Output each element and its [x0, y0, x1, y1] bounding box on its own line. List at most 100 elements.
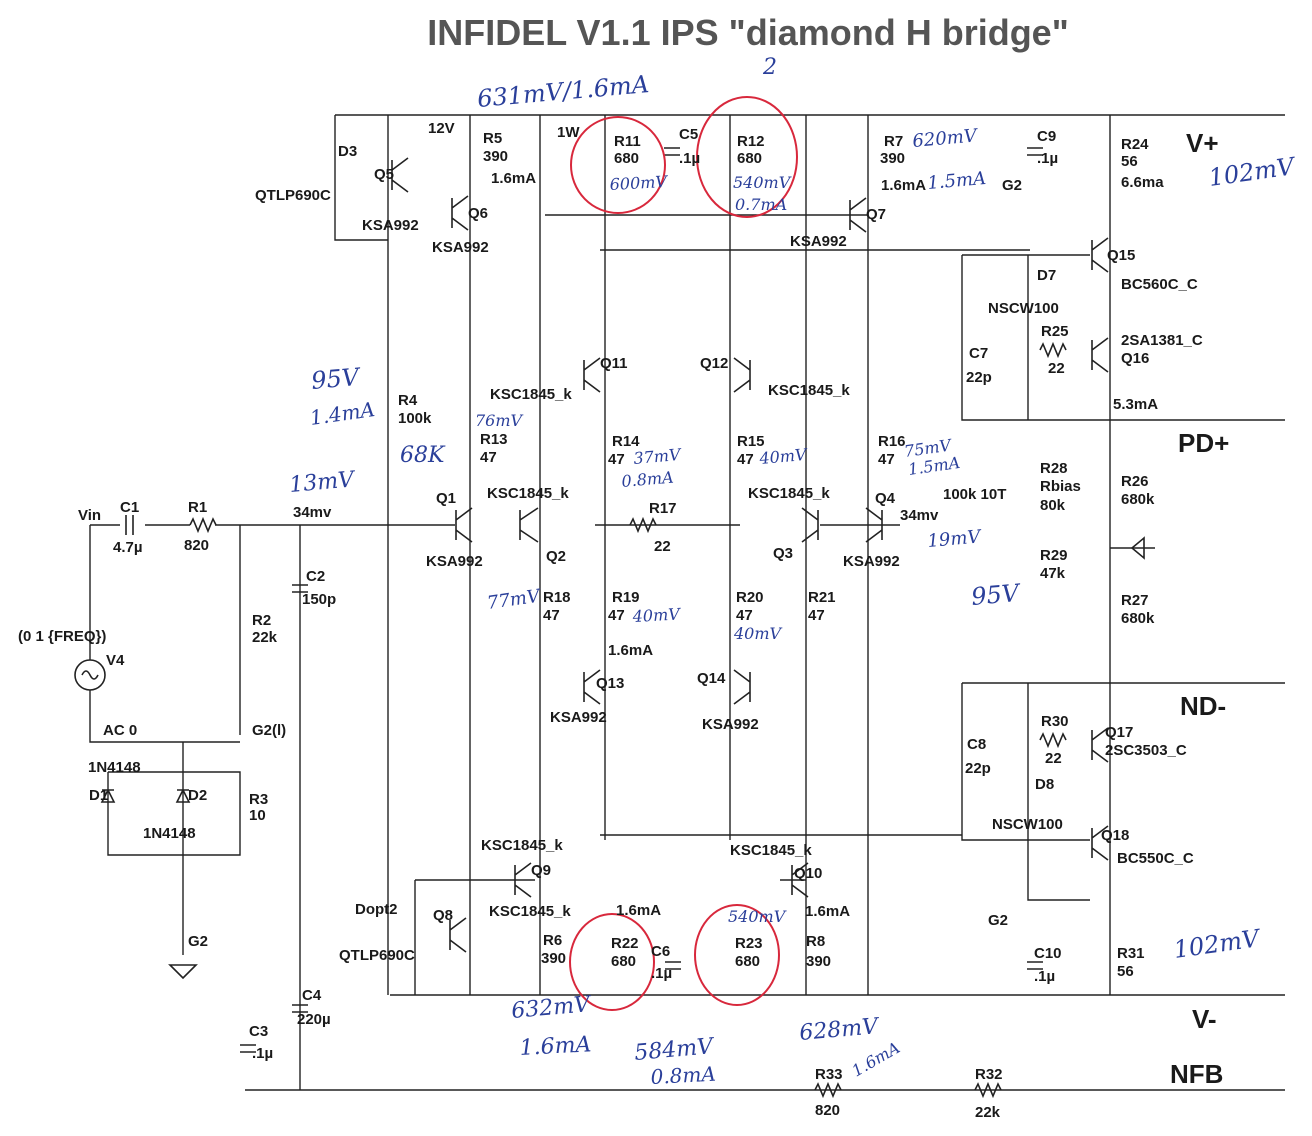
red-markings — [569, 96, 798, 1011]
annotation-a14: 0.8mA — [621, 468, 675, 491]
label-r31v: 56 — [1117, 963, 1134, 980]
label-r4v: 100k — [398, 410, 432, 427]
annotation-a4: 540mV — [733, 173, 792, 192]
label-r1: R1 — [188, 499, 207, 516]
label-r33: R33 — [815, 1066, 843, 1083]
label-r14: R14 — [612, 433, 640, 450]
annotation-a7: 1.5mA — [927, 168, 987, 194]
label-c6v: .1µ — [651, 965, 672, 982]
label-r18: R18 — [543, 589, 571, 606]
label-r29v: 47k — [1040, 565, 1066, 582]
label-vin: Vin — [78, 507, 101, 524]
label-nscw1: NSCW100 — [988, 300, 1059, 317]
label-ksc12: KSC1845_k — [768, 382, 850, 399]
label-q18: Q18 — [1101, 827, 1129, 844]
annotation-a21: 40mV — [631, 604, 681, 626]
label-q15: Q15 — [1107, 247, 1135, 264]
label-c4: C4 — [302, 987, 322, 1004]
label-c1: C1 — [120, 499, 139, 516]
label-q6: Q6 — [468, 205, 488, 222]
label-r23: R23 — [735, 935, 763, 952]
annotation-a2: 2 — [762, 55, 777, 80]
label-r21: R21 — [808, 589, 836, 606]
annotation-a25: 102mV — [1172, 924, 1264, 964]
label-q2: Q2 — [546, 548, 566, 565]
label-ksc11: KSC1845_k — [490, 386, 572, 403]
label-w1: 1W — [557, 124, 580, 141]
label-d1: D1 — [89, 787, 108, 804]
label-v4: V4 — [106, 652, 125, 669]
label-r7: R7 — [884, 133, 903, 150]
label-r17v: 22 — [654, 538, 671, 555]
label-ksc8: KSC1845_k — [489, 903, 571, 920]
label-r25: R25 — [1041, 323, 1069, 340]
label-v4src: (0 1 {FREQ}) — [18, 628, 106, 645]
label-v34a: 34mv — [293, 504, 332, 521]
label-q11: Q11 — [600, 355, 628, 372]
label-r17: R17 — [649, 500, 677, 517]
label-c5: C5 — [679, 126, 698, 143]
annotation-a29: 0.8mA — [650, 1062, 716, 1089]
label-c2v: 150p — [302, 591, 336, 608]
label-r30: R30 — [1041, 713, 1069, 730]
label-r29: R29 — [1040, 547, 1068, 564]
label-q9: Q9 — [531, 862, 551, 879]
rail-label-vplus: V+ — [1186, 128, 1219, 158]
rail-label-pdplus: PD+ — [1178, 428, 1229, 458]
label-ksa1: KSA992 — [426, 553, 483, 570]
label-c8v: 22p — [965, 760, 991, 777]
label-qtlp2: QTLP690C — [339, 947, 415, 964]
label-c2: C2 — [306, 568, 325, 585]
label-c1v: 4.7µ — [113, 539, 143, 556]
label-r16v: 47 — [878, 451, 895, 468]
annotation-a30: 628mV — [798, 1014, 881, 1046]
label-c7v: 22p — [966, 369, 992, 386]
label-ksa14: KSA992 — [702, 716, 759, 733]
label-i24: 6.6ma — [1121, 174, 1164, 191]
label-q8: Q8 — [433, 907, 453, 924]
label-r30v: 22 — [1045, 750, 1062, 767]
label-r8: R8 — [806, 933, 825, 950]
label-r15v: 47 — [737, 451, 754, 468]
label-i16: 5.3mA — [1113, 396, 1158, 413]
label-r16: R16 — [878, 433, 906, 450]
label-c10: C10 — [1034, 945, 1062, 962]
annotation-a5: 0.7mA — [735, 195, 787, 214]
schematic-title: INFIDEL V1.1 IPS "diamond H bridge" — [427, 12, 1069, 53]
annotation-a3: 600mV — [609, 172, 669, 194]
label-q16: Q16 — [1121, 350, 1149, 367]
label-q12: Q12 — [700, 355, 728, 372]
label-ksa6: KSA992 — [432, 239, 489, 256]
label-r22v: 680 — [611, 953, 636, 970]
label-bc560: BC560C_C — [1121, 276, 1198, 293]
rail-label-ndminus: ND- — [1180, 691, 1226, 721]
label-c6: C6 — [651, 943, 670, 960]
label-c3: C3 — [249, 1023, 268, 1040]
annotation-a9: 95V — [310, 363, 363, 395]
label-c3v: .1µ — [252, 1045, 273, 1062]
label-g2b: G2 — [1002, 177, 1022, 194]
label-i7: 1.6mA — [881, 177, 926, 194]
label-r4: R4 — [398, 392, 418, 409]
label-c9: C9 — [1037, 128, 1056, 145]
label-sc3503: 2SC3503_C — [1105, 742, 1187, 759]
label-sa1381: 2SA1381_C — [1121, 332, 1203, 349]
label-r24v: 56 — [1121, 153, 1138, 170]
label-qtlp1: QTLP690C — [255, 187, 331, 204]
label-nscw2: NSCW100 — [992, 816, 1063, 833]
label-c5v: .1µ — [679, 150, 700, 167]
label-r2v: 22k — [252, 629, 278, 646]
label-ksa13: KSA992 — [550, 709, 607, 726]
label-r11v: 680 — [614, 150, 639, 167]
wiring — [89, 114, 1285, 1091]
label-r33v: 820 — [815, 1102, 840, 1119]
label-r6v: 390 — [541, 950, 566, 967]
label-g2l: G2(l) — [252, 722, 286, 739]
annotation-a26: 632mV — [510, 992, 593, 1024]
annotation-a8: 102mV — [1207, 152, 1299, 192]
annotation-a20: 77mV — [486, 586, 543, 614]
label-r13v: 47 — [480, 449, 497, 466]
label-dopt2: Dopt2 — [355, 901, 398, 918]
annotation-a18: 13mV — [288, 467, 357, 498]
